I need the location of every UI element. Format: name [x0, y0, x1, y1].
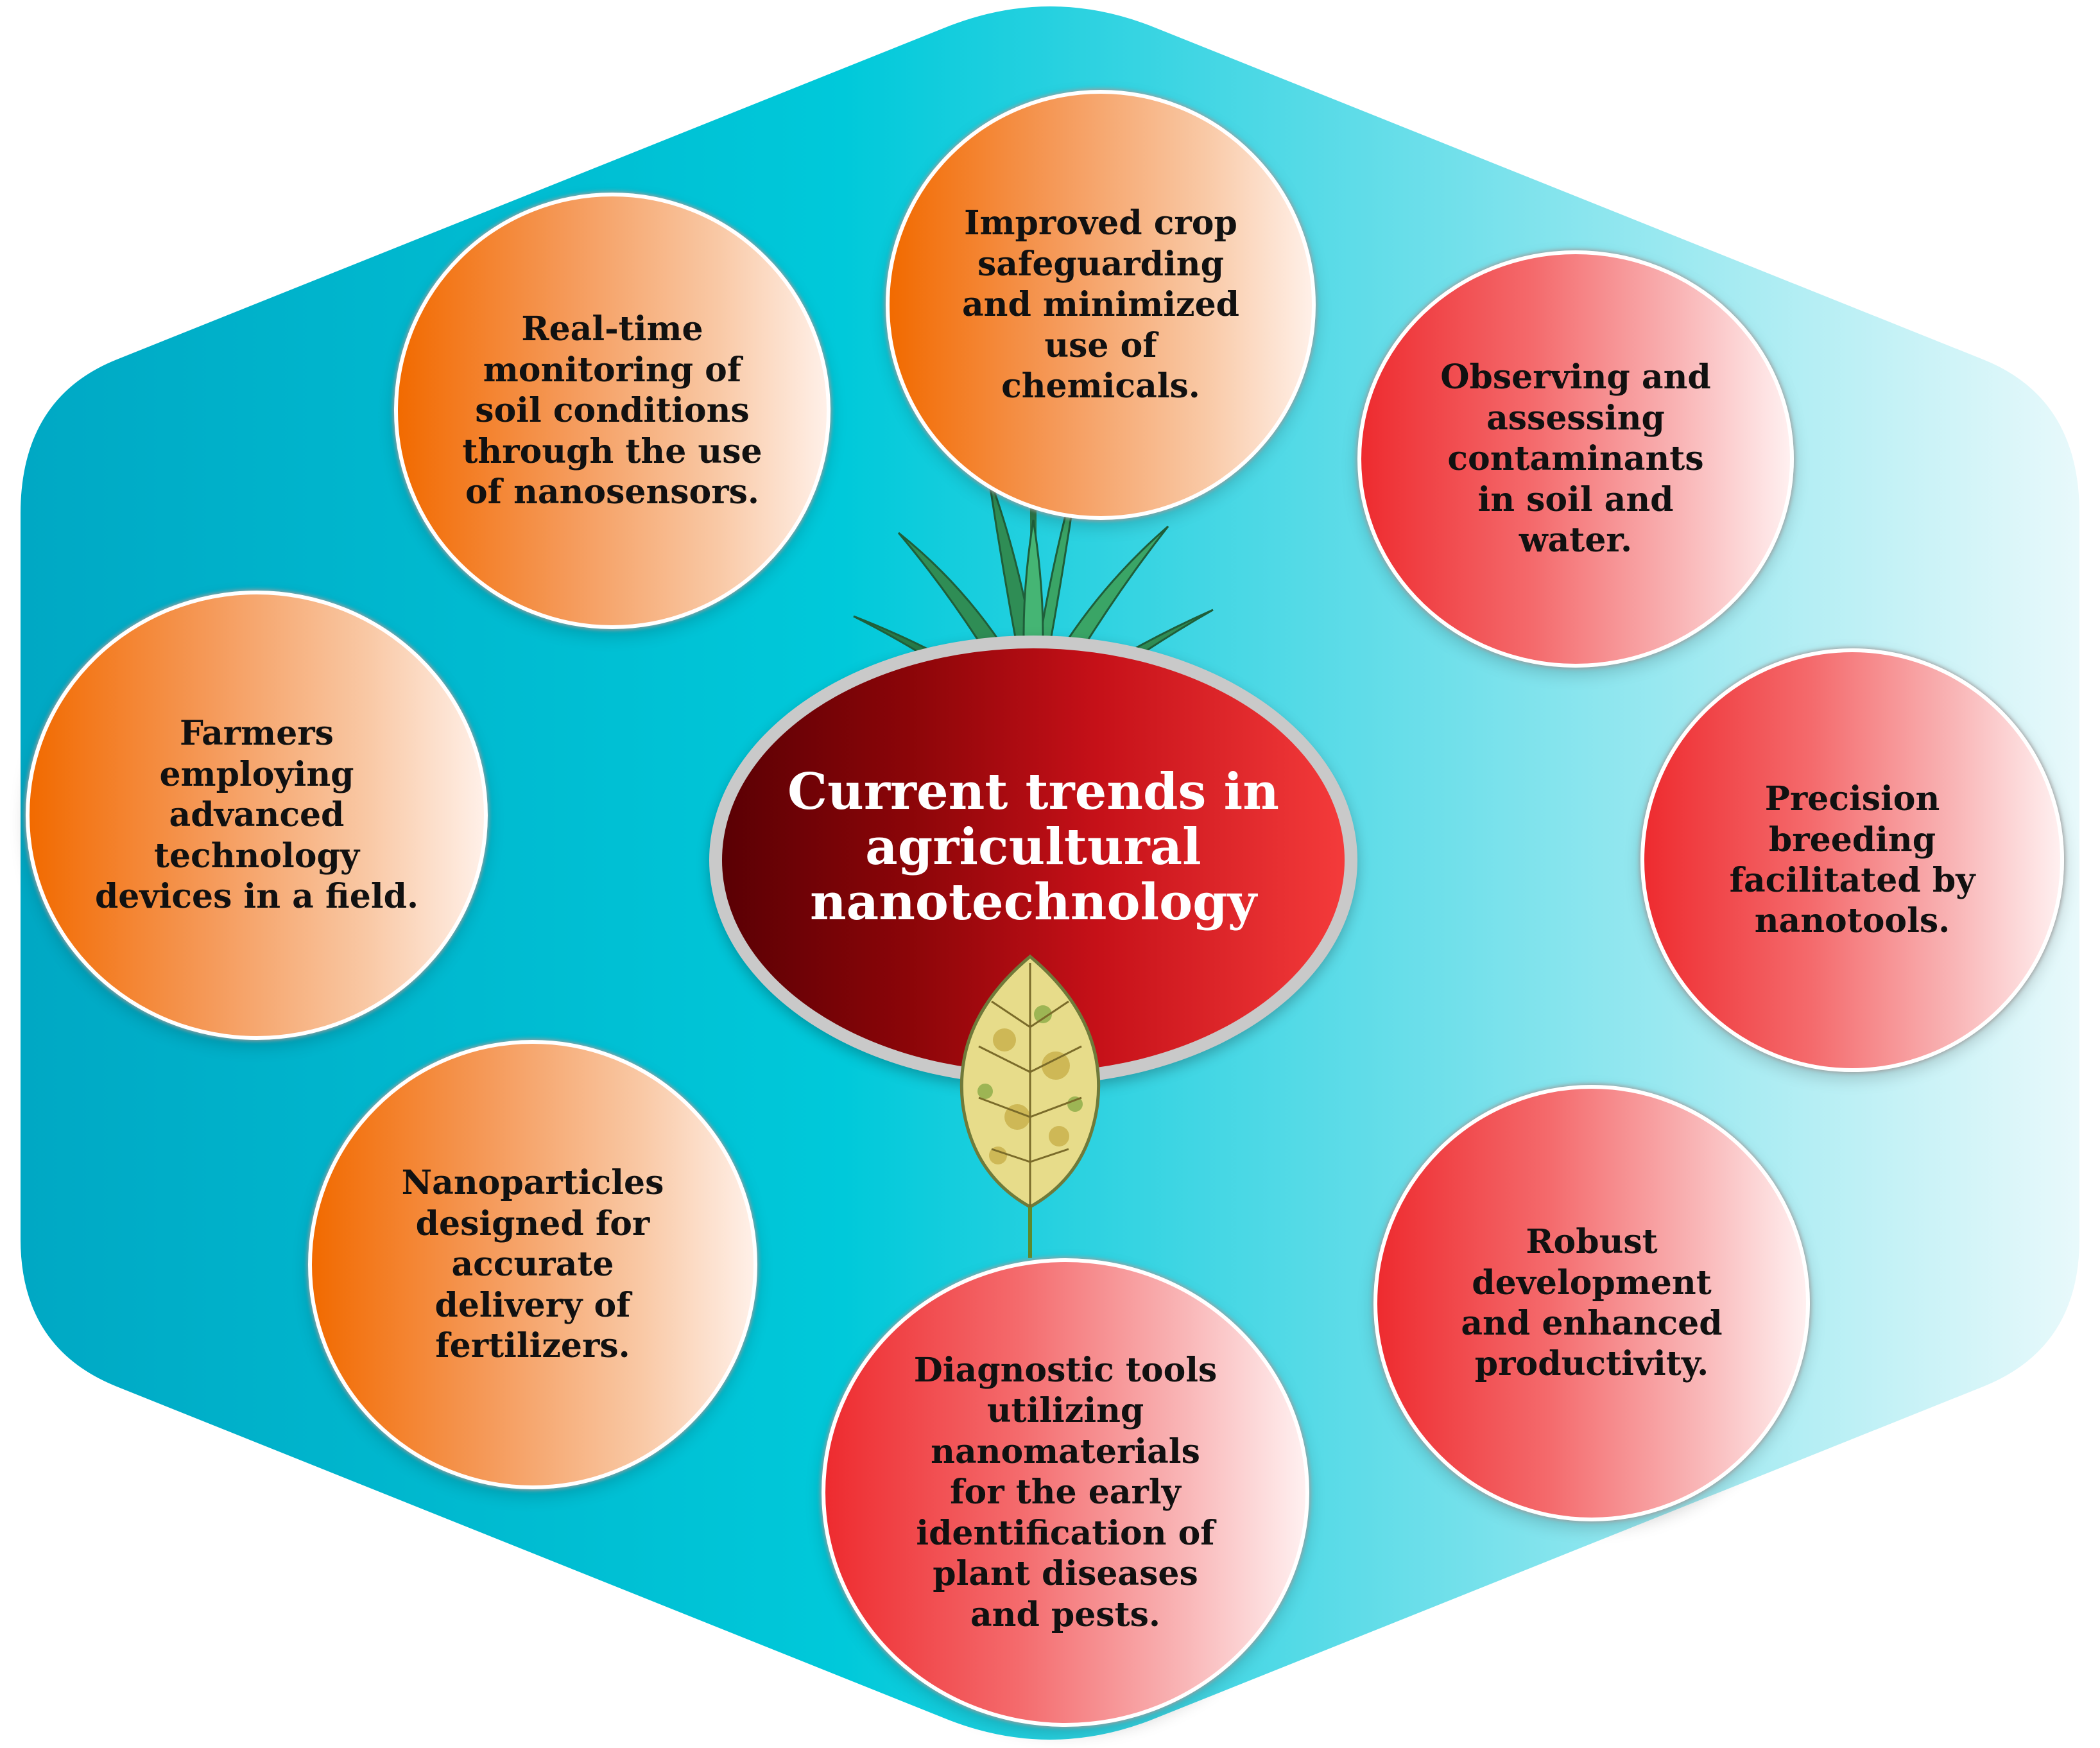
bubble-text: Diagnostic tools utilizing nanomaterials… [913, 1350, 1218, 1634]
bubble-text: Nanoparticles designed for accurate deli… [401, 1163, 664, 1366]
bubble-text: Robust development and enhanced producti… [1461, 1222, 1723, 1384]
bubble-contaminants: Observing and assessing contaminants in … [1357, 250, 1794, 668]
leaf-icon [960, 954, 1101, 1258]
bubble-productivity: Robust development and enhanced producti… [1373, 1085, 1810, 1521]
bubble-text: Observing and assessing contaminants in … [1440, 358, 1711, 560]
bubble-precision-breeding: Precision breeding facilitated by nanoto… [1640, 648, 2064, 1072]
bubble-text: Improved crop safeguarding and minimized… [961, 203, 1240, 406]
center-title: Current trends in agricultural nanotechn… [788, 763, 1279, 931]
bubble-text: Farmers employing advanced technology de… [94, 714, 419, 917]
bubble-nanoparticles: Nanoparticles designed for accurate deli… [308, 1040, 757, 1489]
bubble-text: Precision breeding facilitated by nanoto… [1729, 779, 1975, 941]
bubble-text: Real-time monitoring of soil conditions … [462, 309, 762, 512]
bubble-soil-monitoring: Real-time monitoring of soil conditions … [394, 193, 831, 629]
bubble-crop-safeguarding: Improved crop safeguarding and minimized… [886, 90, 1316, 520]
bubble-farmers-devices: Farmers employing advanced technology de… [26, 591, 488, 1040]
bubble-diagnostic-tools: Diagnostic tools utilizing nanomaterials… [822, 1258, 1309, 1727]
